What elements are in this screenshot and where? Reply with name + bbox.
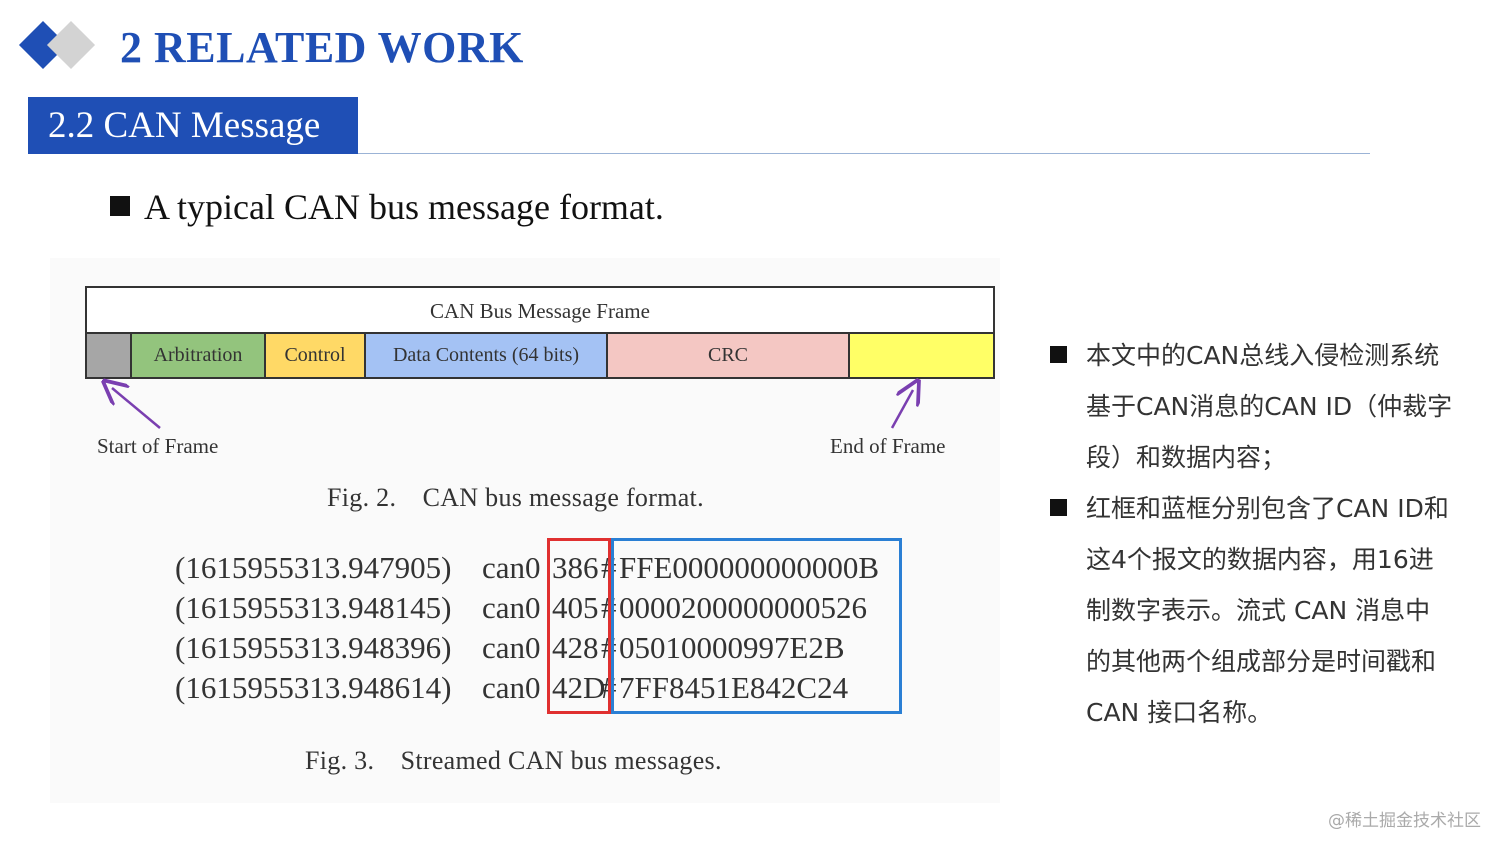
bullet-square-icon	[1050, 346, 1067, 363]
page-title: 2 RELATED WORK	[120, 23, 524, 72]
can-id-highlight-box	[547, 538, 611, 714]
section-tab: 2.2 CAN Message	[28, 97, 358, 154]
intro-bullet: A typical CAN bus message format.	[110, 186, 664, 228]
message-interface: can0	[482, 630, 541, 665]
start-of-frame-arrow	[112, 388, 161, 429]
segment-arbitration: Arbitration	[132, 334, 266, 377]
message-timestamp: (1615955313.948396)	[175, 630, 452, 665]
bullet-square-icon	[1050, 499, 1067, 516]
end-of-frame-label: End of Frame	[830, 434, 946, 458]
message-interface: can0	[482, 590, 541, 625]
bullet-square-icon	[110, 196, 130, 216]
segment-crc: CRC	[608, 334, 850, 377]
note-line: 红框和蓝框分别包含了CAN ID和	[1086, 494, 1449, 523]
note-line: CAN 接口名称。	[1086, 698, 1273, 727]
note-item: 红框和蓝框分别包含了CAN ID和 这4个报文的数据内容，用16进 制数字表示。…	[1050, 483, 1490, 738]
message-can-id: 428	[552, 630, 599, 665]
note-line: 的其他两个组成部分是时间戳和	[1086, 647, 1437, 676]
note-line: 段）和数据内容；	[1086, 443, 1287, 472]
message-timestamp: (1615955313.947905)	[175, 550, 452, 585]
message-interface: can0	[482, 550, 541, 585]
note-line: 本文中的CAN总线入侵检测系统	[1086, 341, 1440, 370]
message-can-id: 386	[552, 550, 599, 585]
data-highlight-box	[611, 538, 902, 714]
can-frame-diagram: CAN Bus Message Frame Arbitration Contro…	[85, 286, 995, 379]
message-interface: can0	[482, 670, 541, 705]
start-of-frame-label: Start of Frame	[97, 434, 219, 458]
message-data: 05010000997E2B	[619, 630, 845, 665]
message-can-id: 405	[552, 590, 599, 625]
note-item: 本文中的CAN总线入侵检测系统 基于CAN消息的CAN ID（仲裁字 段）和数据…	[1050, 330, 1490, 483]
note-line: 制数字表示。流式 CAN 消息中	[1086, 596, 1431, 625]
message-can-id: 42D	[552, 670, 606, 705]
intro-bullet-text: A typical CAN bus message format.	[144, 187, 664, 227]
note-line: 基于CAN消息的CAN ID（仲裁字	[1086, 392, 1453, 421]
message-timestamp: (1615955313.948614)	[175, 670, 452, 705]
message-timestamp: (1615955313.948145)	[175, 590, 452, 625]
note-line: 这4个报文的数据内容，用16进	[1086, 545, 1434, 574]
figure-3-caption: Fig. 3. Streamed CAN bus messages.	[305, 746, 722, 775]
figure-2-caption: Fig. 2. CAN bus message format.	[327, 483, 704, 512]
message-data: FFE000000000000B	[619, 550, 880, 585]
watermark: @稀土掘金技术社区	[1328, 811, 1481, 831]
segment-data-contents: Data Contents (64 bits)	[366, 334, 608, 377]
section-divider	[358, 153, 1370, 154]
frame-title: CAN Bus Message Frame	[87, 288, 993, 334]
frame-segments: Arbitration Control Data Contents (64 bi…	[87, 334, 993, 377]
segment-start-of-frame	[87, 334, 132, 377]
notes-list: 本文中的CAN总线入侵检测系统 基于CAN消息的CAN ID（仲裁字 段）和数据…	[1050, 330, 1490, 738]
end-of-frame-arrow	[890, 390, 913, 429]
segment-control: Control	[266, 334, 366, 377]
message-data: 7FF8451E842C24	[619, 670, 849, 705]
segment-end-of-frame	[850, 334, 993, 377]
message-data: 0000200000000526	[619, 590, 867, 625]
